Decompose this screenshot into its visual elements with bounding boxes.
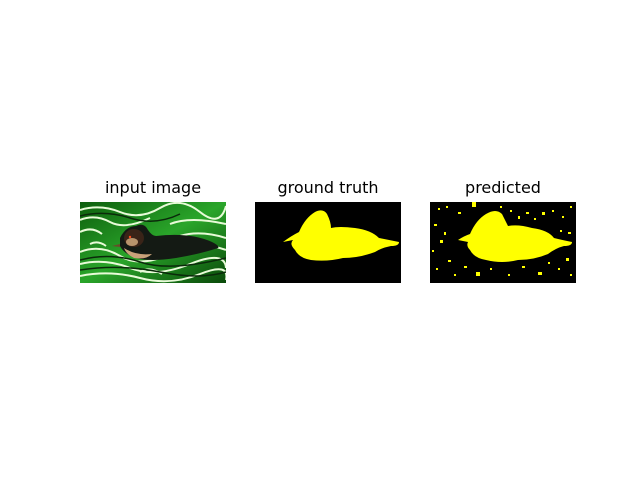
predicted-panel	[430, 202, 576, 283]
duck-breast	[124, 248, 152, 259]
water-dark-ripples	[80, 212, 226, 277]
input-image	[80, 202, 226, 283]
ground-truth-panel	[255, 202, 401, 283]
water-ripples	[80, 202, 226, 283]
duck-cheek	[126, 238, 138, 246]
predicted-mask	[430, 202, 576, 283]
duck-eye	[128, 235, 132, 239]
input-image-panel	[80, 202, 226, 283]
mask-object	[283, 210, 399, 261]
predicted-title: predicted	[465, 178, 541, 197]
duck-bill	[112, 244, 120, 247]
prediction-noise	[432, 202, 572, 276]
ground-truth-mask	[255, 202, 401, 283]
ground-truth-title: ground truth	[277, 178, 379, 197]
input-image-title: input image	[104, 178, 202, 197]
predicted-object	[458, 211, 572, 262]
duck-body	[120, 224, 219, 260]
